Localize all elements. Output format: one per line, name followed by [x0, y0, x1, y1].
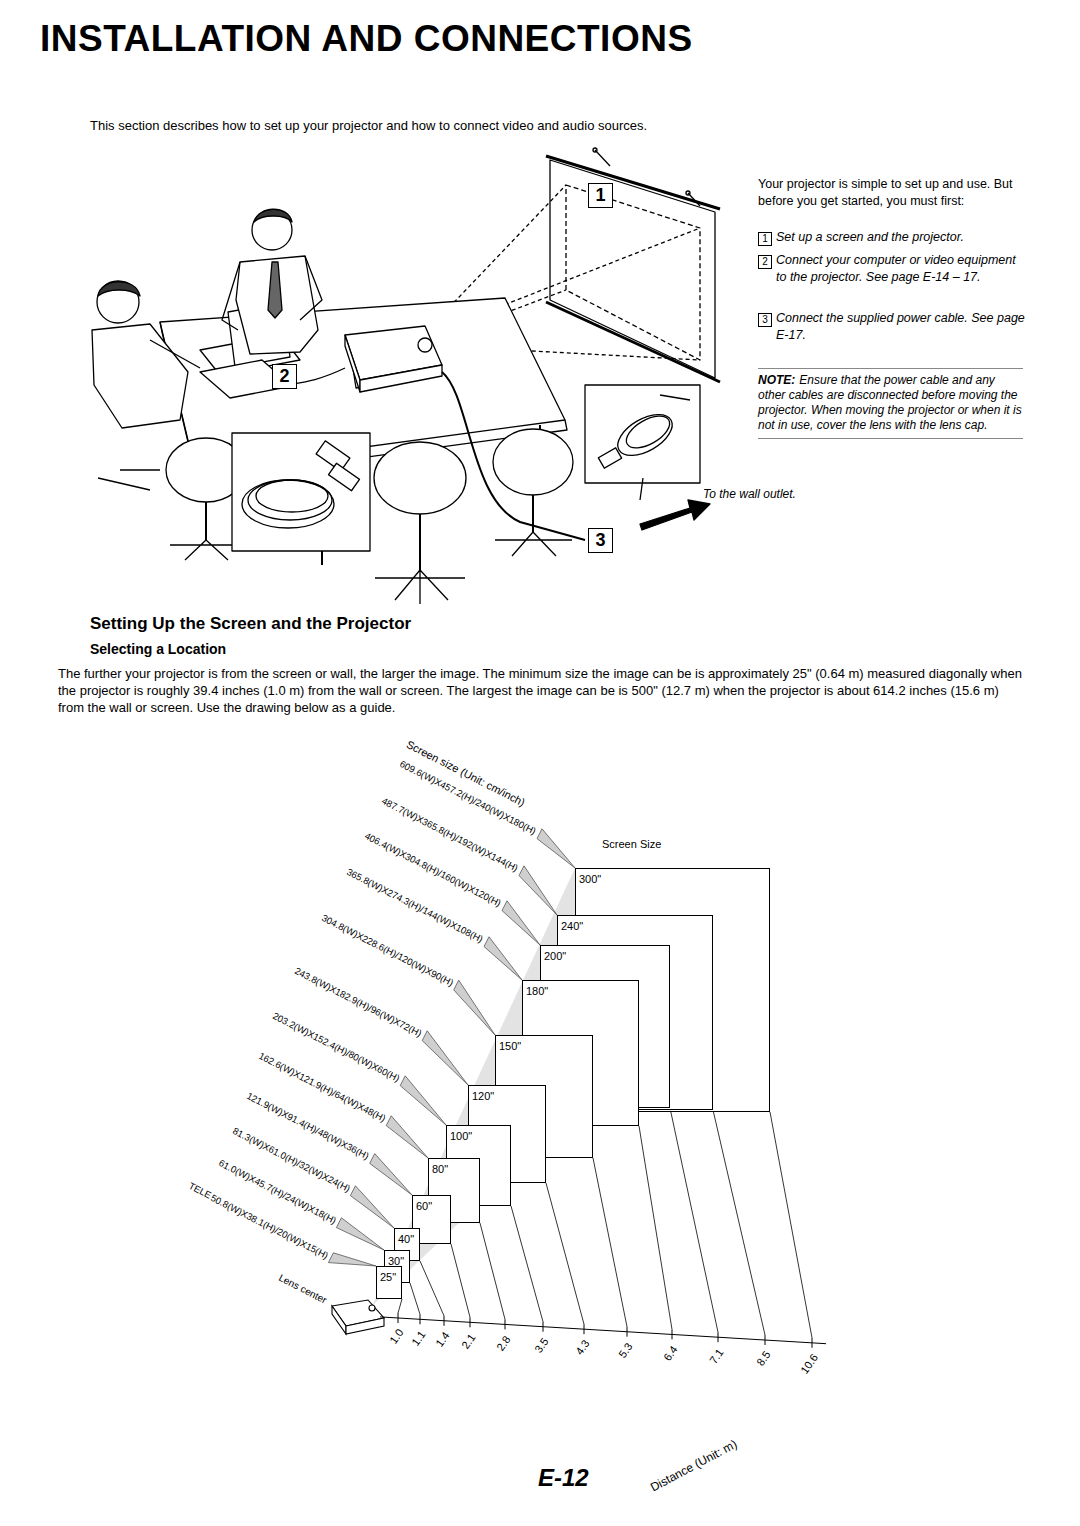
distance-tick	[543, 1322, 544, 1332]
distance-leader	[593, 1158, 627, 1327]
text-label: Connect the supplied power cable. See pa…	[776, 310, 1026, 344]
distance-tick	[584, 1324, 585, 1334]
size-leader-wedge	[484, 937, 522, 980]
text-label: To the wall outlet.	[703, 487, 796, 501]
screen-size-box: 25"	[376, 1266, 402, 1299]
screen-size-label: 150"	[496, 1038, 521, 1052]
screen-size-label: 100"	[447, 1128, 472, 1142]
note-block: NOTE:Ensure that the power cable and any…	[758, 368, 1023, 439]
dimension-label: 304.8(W)X228.6(H)/120(W)X90(H)	[320, 912, 455, 988]
distance-value: 7.1	[707, 1346, 726, 1365]
distance-leader	[480, 1223, 505, 1319]
distance-value: 4.3	[573, 1338, 592, 1357]
distance-value: 8.5	[754, 1349, 773, 1368]
size-leader-wedge	[336, 1218, 384, 1250]
screen-size-label: 30"	[385, 1253, 404, 1267]
list-number-box: 2	[758, 255, 772, 269]
section-heading: Selecting a Location	[90, 641, 226, 657]
distance-tick	[444, 1316, 445, 1326]
size-leader-wedge	[454, 980, 495, 1035]
lens-center-label: Lens center	[277, 1272, 329, 1306]
distance-value: 1.4	[433, 1329, 452, 1348]
distance-tick	[718, 1332, 719, 1342]
distance-value: 5.3	[616, 1340, 635, 1359]
list-number-box: 1	[758, 232, 772, 246]
distance-leader	[713, 1110, 765, 1335]
dimension-label: Distance (Unit: m)	[648, 1437, 739, 1494]
page-number: E-12	[538, 1464, 589, 1492]
distance-value: 2.8	[494, 1333, 513, 1352]
distance-leader	[511, 1206, 543, 1322]
section-heading: Setting Up the Screen and the Projector	[90, 614, 411, 634]
distance-leader	[639, 1126, 672, 1329]
size-leader-wedge	[537, 829, 575, 868]
screen-size-label: 200"	[541, 948, 566, 962]
note-text: Ensure that the power cable and any othe…	[758, 373, 1022, 432]
distance-value: 6.4	[661, 1343, 680, 1362]
meeting-room-art	[92, 148, 720, 604]
distance-tick	[505, 1319, 506, 1329]
distance-leader	[410, 1283, 420, 1314]
callout-number: 2	[279, 365, 289, 387]
size-leader-wedge	[370, 1154, 412, 1195]
callout-number: 1	[595, 184, 605, 206]
screen-size-label: 120"	[469, 1088, 494, 1102]
text-label: Connect your computer or video equipment…	[776, 252, 1026, 286]
distance-leader	[398, 1299, 402, 1313]
distance-tick	[812, 1338, 813, 1348]
callout-number: 3	[595, 529, 605, 551]
callout-box: 2	[272, 364, 297, 389]
size-leader-wedge	[350, 1186, 394, 1228]
callout-box: 3	[588, 528, 613, 553]
distance-leader	[420, 1261, 444, 1316]
size-leader-wedge	[328, 1253, 376, 1266]
distance-leader	[670, 1108, 718, 1332]
screen-size-label: 40"	[395, 1231, 414, 1245]
dimension-label: 406.4(W)X304.8(H)/160(W)X120(H)	[363, 830, 503, 909]
distance-value: 3.5	[532, 1335, 551, 1354]
distance-tick	[470, 1317, 471, 1327]
callout-box: 1	[588, 183, 613, 208]
distance-tick	[420, 1314, 421, 1324]
text-label: Your projector is simple to set up and u…	[758, 176, 1023, 210]
text-label: This section describes how to set up you…	[90, 118, 1010, 133]
list-number-box: 3	[758, 313, 772, 327]
projector-small	[332, 1300, 384, 1334]
screen-size-label: 240"	[558, 918, 583, 932]
distance-value: 10.6	[798, 1351, 820, 1375]
page-title: INSTALLATION AND CONNECTIONS	[40, 18, 693, 60]
dimension-label: TELE	[187, 1180, 213, 1201]
text-label: Set up a screen and the projector.	[776, 229, 1026, 246]
distance-value: 1.0	[387, 1327, 406, 1346]
screen-size-label: 60"	[413, 1198, 432, 1212]
distance-leader	[451, 1244, 470, 1317]
distance-tick	[398, 1313, 399, 1323]
size-leader-wedge	[519, 866, 557, 915]
size-leader-wedge	[386, 1116, 428, 1158]
size-leader-wedge	[422, 1031, 468, 1085]
distance-value: 2.1	[459, 1331, 478, 1350]
screen-size-label: 180"	[523, 983, 548, 997]
distance-leader	[770, 1112, 812, 1338]
distance-tick	[765, 1335, 766, 1345]
note-label: NOTE:	[758, 373, 795, 387]
distance-value: 1.1	[409, 1328, 428, 1347]
text-label: The further your projector is from the s…	[58, 665, 1024, 716]
screen-size-label: 80"	[429, 1161, 448, 1175]
screen-size-label: 25"	[377, 1269, 396, 1283]
text-label: Screen Size	[602, 838, 661, 850]
screen-size-label: 300"	[576, 871, 601, 885]
size-leader-wedge	[502, 901, 540, 945]
size-leader-wedge	[400, 1076, 446, 1125]
distance-tick	[672, 1329, 673, 1339]
distance-tick	[627, 1327, 628, 1337]
distance-leader	[546, 1183, 584, 1324]
